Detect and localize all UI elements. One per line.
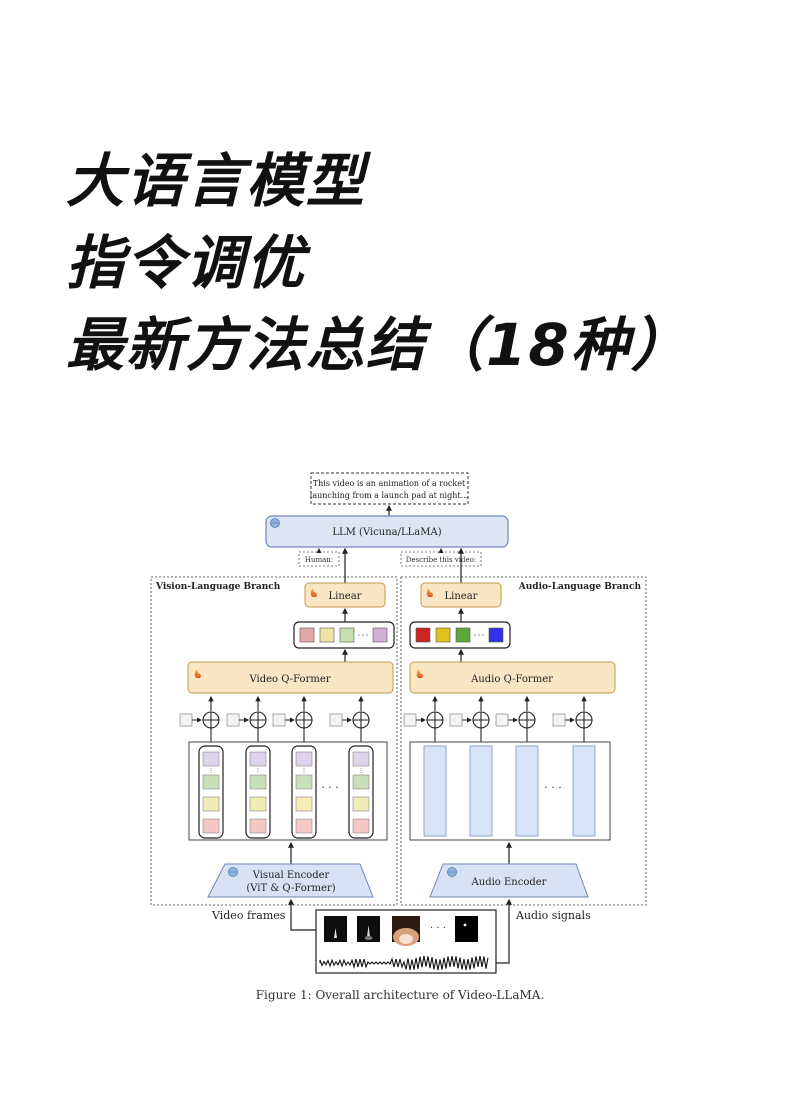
audio-ellipsis: · · · bbox=[544, 781, 561, 794]
title-line-3: 最新方法总结（18种） bbox=[66, 311, 691, 379]
plus-icon bbox=[296, 712, 312, 728]
position-embedding bbox=[179, 713, 193, 727]
flame-icon bbox=[194, 669, 201, 678]
frame-feature-token bbox=[202, 774, 220, 790]
plus-icon bbox=[576, 712, 592, 728]
position-embedding bbox=[226, 713, 240, 727]
plus-icon bbox=[473, 712, 489, 728]
frame-feature-token bbox=[202, 751, 220, 767]
frame-feature-token bbox=[295, 818, 313, 834]
output-text-line-1: This video is an animation of a rocket bbox=[313, 479, 466, 488]
frame-feature-token bbox=[295, 774, 313, 790]
position-embedding bbox=[272, 713, 286, 727]
audio-linear-box bbox=[420, 582, 502, 608]
frame-feature-token bbox=[249, 774, 267, 790]
frame-feature-token bbox=[352, 818, 370, 834]
frame-feature-token bbox=[352, 751, 370, 767]
globe-icon bbox=[270, 518, 280, 528]
vision-query-token bbox=[319, 627, 335, 643]
frame-feature-token bbox=[202, 818, 220, 834]
audio-branch-container bbox=[400, 576, 647, 906]
vision-query-token bbox=[372, 627, 388, 643]
vision-query-token bbox=[299, 627, 315, 643]
audio-input-connector bbox=[496, 898, 512, 964]
globe-icon bbox=[447, 867, 457, 877]
flame-icon bbox=[416, 669, 423, 678]
frame-feature-token bbox=[202, 796, 220, 812]
audio-encoder-box bbox=[429, 863, 589, 898]
output-text-line-2: launching from a launch pad at night... bbox=[310, 491, 468, 500]
audio-query-token bbox=[415, 627, 431, 643]
waveform-line bbox=[319, 955, 489, 971]
audio-branch-title: Audio-Language Branch bbox=[518, 582, 642, 592]
audio-query-token bbox=[488, 627, 504, 643]
figure-caption: Figure 1: Overall architecture of Video-… bbox=[255, 988, 545, 1002]
llm-box bbox=[265, 515, 509, 548]
prompt-describe: Describe this video: bbox=[406, 556, 476, 564]
plus-icon bbox=[427, 712, 443, 728]
frame-feature-token bbox=[352, 774, 370, 790]
video-frames-label: Video frames bbox=[211, 909, 286, 922]
audio-encoder-label: Audio Encoder bbox=[471, 877, 547, 888]
vision-ellipsis: · · · bbox=[321, 781, 338, 794]
video-frames-ellipsis: · · · bbox=[430, 923, 446, 934]
audio-qformer-box bbox=[409, 661, 616, 694]
frame-feature-token bbox=[249, 796, 267, 812]
position-embedding bbox=[403, 713, 417, 727]
audio-feature-column bbox=[572, 745, 596, 837]
audio-feature-column bbox=[515, 745, 539, 837]
position-embedding bbox=[495, 713, 509, 727]
audio-feature-column bbox=[469, 745, 493, 837]
vision-linear-box bbox=[304, 582, 386, 608]
visual-encoder-box bbox=[207, 863, 374, 898]
frame-feature-token bbox=[352, 796, 370, 812]
frame-feature-column bbox=[198, 745, 224, 839]
plus-icon bbox=[353, 712, 369, 728]
vision-branch-container bbox=[150, 576, 398, 906]
audio-signals-label: Audio signals bbox=[515, 909, 591, 922]
video-input-connector bbox=[288, 898, 316, 931]
audio-query-token bbox=[455, 627, 471, 643]
output-text-box bbox=[310, 472, 469, 505]
audio-waveform bbox=[319, 955, 489, 971]
frame-feature-token bbox=[295, 751, 313, 767]
frame-feature-column bbox=[291, 745, 317, 839]
llm-label: LLM (Vicuna/LLaMA) bbox=[332, 527, 441, 538]
plus-icon bbox=[250, 712, 266, 728]
vision-linear-label: Linear bbox=[329, 591, 362, 602]
flame-icon bbox=[310, 588, 317, 597]
position-embedding bbox=[552, 713, 566, 727]
frame-feature-token bbox=[249, 751, 267, 767]
frame-feature-token bbox=[249, 818, 267, 834]
position-embedding bbox=[329, 713, 343, 727]
audio-qformer-label: Audio Q-Former bbox=[470, 674, 553, 685]
frame-feature-column bbox=[245, 745, 271, 839]
plus-icon bbox=[519, 712, 535, 728]
visual-encoder-line-1: Visual Encoder bbox=[252, 870, 330, 881]
prompt-human: Human: bbox=[305, 556, 333, 564]
plus-icon bbox=[203, 712, 219, 728]
flame-icon bbox=[426, 588, 433, 597]
frame-feature-column bbox=[348, 745, 374, 839]
title-line-2: 指令调优 bbox=[66, 229, 307, 297]
video-qformer-label: Video Q-Former bbox=[248, 674, 330, 685]
video-qformer-box bbox=[187, 661, 394, 694]
vision-branch-title: Vision-Language Branch bbox=[155, 582, 281, 592]
vision-query-token bbox=[339, 627, 355, 643]
frame-feature-token bbox=[295, 796, 313, 812]
globe-icon bbox=[228, 867, 238, 877]
video-frame-thumbnails: · · · bbox=[324, 916, 478, 946]
audio-linear-label: Linear bbox=[445, 591, 478, 602]
visual-encoder-line-2: (ViT & Q-Former) bbox=[246, 883, 335, 894]
position-embedding bbox=[449, 713, 463, 727]
title-line-1: 大语言模型 bbox=[66, 147, 367, 215]
video-frame-4 bbox=[455, 916, 478, 942]
audio-feature-column bbox=[423, 745, 447, 837]
audio-query-token bbox=[435, 627, 451, 643]
